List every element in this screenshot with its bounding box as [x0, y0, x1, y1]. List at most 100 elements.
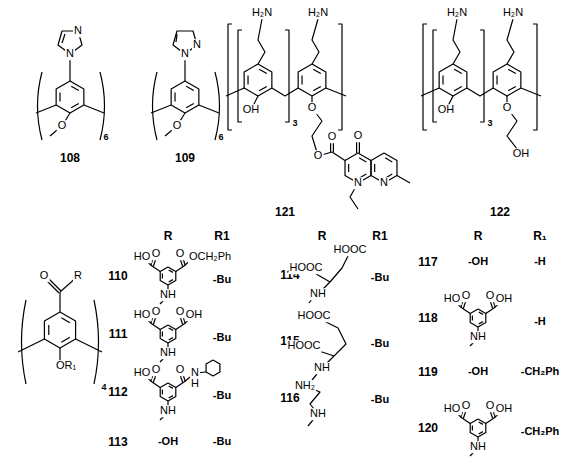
bond-line [326, 88, 346, 96]
atom-label: NH [313, 362, 331, 374]
bond-line [176, 382, 184, 388]
repeat-bracket [38, 72, 43, 140]
double-bond [62, 34, 65, 43]
double-bond [174, 93, 175, 102]
compound-number: 108 [59, 152, 81, 165]
ring-outline [206, 360, 220, 376]
double-bond [472, 426, 473, 431]
atom-label: O [485, 290, 496, 302]
atom-label: HOOC [287, 340, 322, 352]
double-bond [162, 390, 163, 395]
bond-line [462, 308, 470, 314]
atom-label: H₂N [502, 7, 524, 19]
double-bond [61, 318, 70, 323]
bond-line [176, 324, 184, 330]
double-bond [374, 164, 375, 172]
atom-label: O [57, 120, 68, 132]
bond-line [152, 266, 160, 272]
bond-line [152, 382, 160, 388]
atom-label: O [151, 306, 162, 318]
atom-label: NH [469, 441, 487, 453]
atom-label: HO [133, 251, 152, 263]
atom-label: O [175, 248, 186, 260]
repeat-bracket [228, 24, 232, 130]
substituent-label: -Bu [370, 272, 390, 284]
atom-label: NH [159, 347, 177, 359]
bond-line [332, 152, 345, 161]
ring-outline [439, 64, 467, 96]
substituent-label: -OH [157, 436, 179, 448]
ring-outline [244, 64, 272, 96]
substituent-label: -CH₂Ph [520, 426, 561, 438]
double-bond [313, 69, 321, 73]
atom-label: H₂N [251, 7, 273, 19]
double-bond [48, 325, 49, 335]
atom-label: H₂N [446, 7, 468, 19]
atom-label: N [65, 48, 75, 60]
double-bond [472, 316, 473, 321]
compound-number: 116 [279, 392, 300, 405]
bond-line [312, 108, 322, 156]
substituent-label: -Bu [370, 394, 390, 406]
ring-outline [470, 309, 486, 327]
compound-number: 113 [107, 436, 128, 449]
atom-label: O [151, 364, 162, 376]
bond-line [397, 176, 410, 184]
column-header: R1 [213, 230, 230, 243]
double-bond [59, 93, 60, 102]
atom-label: NH₂ [294, 380, 316, 392]
double-bond [259, 69, 267, 73]
substituent-label: -Bu [370, 338, 390, 350]
bond-line [84, 105, 104, 113]
double-bond [496, 76, 497, 85]
atom-label: O [175, 364, 186, 376]
repeat-bracket [100, 72, 105, 140]
double-bond [186, 103, 194, 107]
repeat-subscript: 6 [217, 133, 224, 142]
atom-label: HOOC [289, 262, 324, 274]
ring-outline [160, 267, 176, 285]
bond-line [258, 19, 265, 64]
double-bond [162, 274, 163, 279]
bond-line [486, 418, 494, 424]
compound-number: 109 [174, 152, 196, 165]
repeat-subscript: 6 [102, 133, 109, 142]
double-bond [479, 322, 483, 324]
compound-number: 117 [417, 256, 438, 269]
compound-number: 111 [108, 328, 129, 341]
repeat-subscript: 3 [291, 119, 298, 128]
atom-label: H₂N [307, 7, 329, 19]
double-bond [71, 86, 79, 90]
ring-outline [160, 325, 176, 343]
double-bond [169, 328, 173, 330]
ring-outline [493, 64, 521, 96]
double-bond [169, 396, 173, 398]
ring-outline [171, 81, 199, 113]
bond-line [151, 105, 171, 113]
bond-line [330, 252, 350, 282]
atom-label: O [175, 306, 186, 318]
atom-label: OH [495, 293, 514, 305]
double-bond [186, 86, 194, 90]
column-header: R [473, 230, 484, 243]
double-bond [176, 34, 177, 42]
column-header: R [317, 230, 328, 243]
double-bond [348, 164, 349, 172]
double-bond [454, 86, 462, 90]
bond-line [59, 292, 60, 312]
atom-label: HO [133, 367, 152, 379]
bond-line [453, 19, 460, 64]
double-bond [169, 386, 173, 388]
atom-label: O [485, 400, 496, 412]
attachment-bond [308, 420, 313, 426]
substituent-label: -Bu [212, 390, 232, 402]
double-bond [508, 69, 516, 73]
double-bond [169, 338, 173, 340]
atom-label: NH [159, 405, 177, 417]
atom-label: N [353, 177, 363, 189]
repeat-subscript: 3 [486, 119, 493, 128]
atom-label: NH [159, 289, 177, 301]
compound-number: 112 [107, 386, 128, 399]
compound-number: 110 [107, 270, 128, 283]
